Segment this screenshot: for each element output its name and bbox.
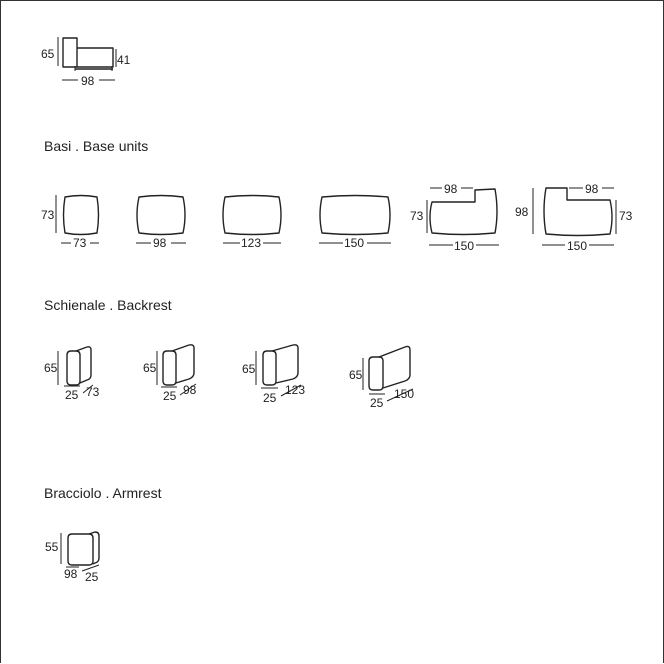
backrest-123-height-label: 65 (242, 362, 256, 376)
base-unit-150: 150 (319, 194, 391, 250)
section-title-base-units: Basi . Base units (44, 138, 149, 154)
profile-depth-label: 98 (81, 74, 95, 88)
base-unit-corner-left: 98 98 73 150 (515, 182, 633, 253)
backrest-150-depth-label: 25 (370, 396, 384, 410)
backrest-98-depth-label: 25 (163, 389, 177, 403)
backrest-123-depth-label: 25 (263, 391, 277, 405)
corner-left-left-label: 98 (515, 205, 529, 219)
armrest-height-label: 55 (45, 540, 59, 554)
base-unit-73: 73 73 (41, 194, 100, 250)
backrest-150-length-label: 150 (394, 387, 414, 401)
corner-left-top-label: 98 (585, 182, 599, 196)
base-unit-73-height-label: 73 (41, 208, 55, 222)
armrest-55: 55 98 25 (45, 531, 100, 584)
corner-right-left-label: 73 (410, 209, 424, 223)
armrest-length-label: 98 (64, 567, 78, 581)
section-title-armrest: Bracciolo . Armrest (44, 485, 162, 501)
armrest-depth-label: 25 (85, 570, 99, 584)
backrest-98-length-label: 98 (183, 383, 197, 397)
base-unit-98: 98 (136, 194, 186, 250)
backrest-73: 65 25 73 (44, 346, 100, 402)
base-unit-73-width-label: 73 (73, 236, 87, 250)
base-unit-123: 123 (222, 194, 282, 250)
profile-height-label: 65 (41, 47, 55, 61)
backrest-123-length-label: 123 (285, 383, 305, 397)
corner-left-width-label: 150 (567, 239, 587, 253)
base-unit-98-width-label: 98 (153, 236, 167, 250)
base-unit-123-width-label: 123 (241, 236, 261, 250)
backrest-73-depth-label: 25 (65, 388, 79, 402)
section-title-backrest: Schienale . Backrest (44, 297, 172, 313)
backrest-98: 65 25 98 (143, 344, 197, 403)
backrest-73-height-label: 65 (44, 361, 58, 375)
corner-right-width-label: 150 (454, 239, 474, 253)
profile-seat-label: 41 (117, 53, 131, 67)
backrest-150-height-label: 65 (349, 368, 363, 382)
base-unit-150-width-label: 150 (344, 236, 364, 250)
backrest-73-length-label: 73 (86, 385, 100, 399)
corner-right-top-label: 98 (444, 182, 458, 196)
backrest-123: 65 25 123 (242, 344, 305, 405)
backrest-150: 65 25 150 (349, 345, 414, 410)
side-profile: 65 41 98 (41, 37, 131, 88)
base-unit-corner-right: 98 73 150 (410, 182, 499, 253)
backrest-98-height-label: 65 (143, 361, 157, 375)
corner-left-right-label: 73 (619, 209, 633, 223)
